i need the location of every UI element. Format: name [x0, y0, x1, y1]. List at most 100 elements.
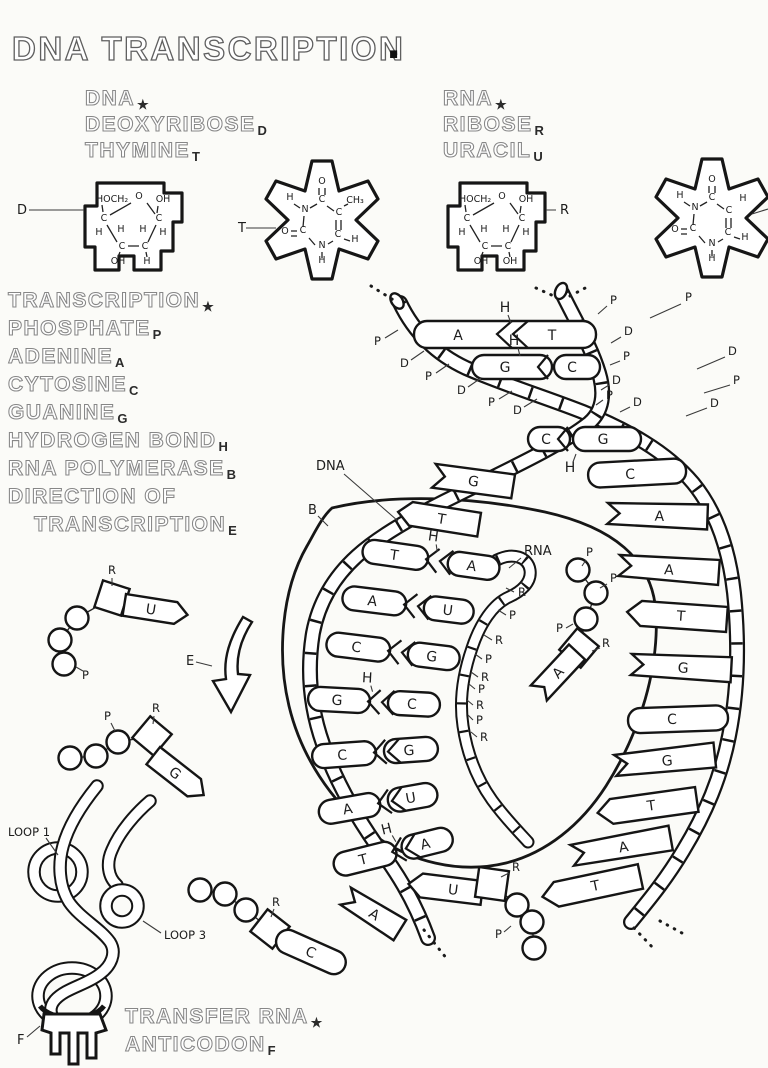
free-nucleotide-c: C R [187, 877, 347, 976]
key-term: DNA [85, 87, 135, 110]
atom-label: H [139, 224, 146, 235]
base-label: U [404, 790, 417, 808]
backbone-label: D [624, 324, 633, 338]
hydrogen-bond-label: H [509, 333, 520, 349]
backbone-label: D [400, 356, 409, 370]
atom-label: OH [519, 194, 534, 205]
bubble-pair: C G [310, 735, 440, 770]
base-label: T [645, 798, 657, 815]
rna-strand-label: RNA [524, 544, 552, 559]
key-mark: H [219, 439, 228, 454]
bubble-pair: G C H [306, 670, 442, 718]
ribose-square [473, 865, 511, 903]
base-pair-rung: C G H [526, 425, 643, 476]
key-term: THYMINE [85, 139, 190, 162]
key-mark: T [192, 149, 200, 164]
right-base: A [566, 824, 675, 868]
dna-strand-label: DNA [316, 459, 345, 474]
ribose-label: R [512, 860, 520, 874]
key-main-row: TRANSCRIPTION★ [8, 289, 214, 314]
strand-open-end [553, 281, 569, 301]
atom-label: OH [474, 256, 489, 267]
atom-label: H [318, 255, 325, 266]
phosphate-circle [51, 651, 77, 677]
rna-backbone-label: P [485, 652, 492, 666]
uracil-bonds [681, 186, 741, 256]
key-mark: ★ [495, 97, 507, 112]
right-base: G [610, 741, 718, 778]
fork-base-flag: T [396, 500, 483, 538]
phosphate-circle [583, 580, 609, 606]
atom-label: O [135, 191, 142, 202]
trna-loop1-label: LOOP 1 [8, 825, 50, 839]
phosphate-label: P [586, 545, 593, 559]
base-label: T [356, 851, 370, 869]
phosphate-circle [57, 745, 83, 771]
phosphate-circle [47, 627, 73, 653]
backbone-label: D [710, 396, 719, 410]
ribose-bonds [464, 202, 522, 258]
key-term: DEOXYRIBOSE [85, 113, 256, 136]
key-mark: U [533, 149, 542, 164]
key-mark: R [535, 123, 545, 138]
base-label: T [435, 511, 447, 528]
atom-label: C [464, 213, 471, 224]
atom-label: H [522, 227, 529, 238]
key-term: CYTOSINE [8, 373, 127, 396]
base-flag [274, 928, 347, 976]
base-flag [406, 872, 485, 907]
key-rna-row: RNA★ [443, 87, 507, 112]
atom-label: H [117, 224, 124, 235]
ribose-label: R [272, 895, 280, 909]
atom-label: N [708, 238, 715, 249]
right-base: T [625, 599, 730, 634]
atom-label: C [519, 213, 526, 224]
atom-label: OH [503, 256, 518, 267]
phosphate-label: P [610, 571, 617, 585]
key-term: HYDROGEN BOND [8, 429, 217, 452]
rna-backbone-label: R [476, 698, 484, 712]
rna-backbone-label: P [509, 608, 516, 622]
ribose-label: R [602, 636, 610, 650]
key-mark: G [117, 411, 127, 426]
key-mark: B [227, 467, 236, 482]
base-label: C [337, 747, 348, 764]
anticodon-label: F [17, 1033, 24, 1048]
base-label: T [675, 608, 686, 625]
base-label: G [598, 432, 609, 448]
hydrogen-bond-label: H [380, 821, 394, 839]
hydrogen-bond-label: H [500, 300, 511, 316]
right-base: A [615, 553, 722, 587]
base-label: A [664, 562, 675, 579]
right-base: C [586, 457, 688, 489]
phosphate-circle [64, 605, 90, 631]
base-flag [528, 642, 587, 703]
base-label: A [419, 836, 433, 854]
phosphate-circle [187, 877, 213, 903]
atom-label: O [281, 226, 288, 237]
atom-label: C [336, 207, 343, 218]
key-term: TRANSCRIPTION [8, 289, 200, 312]
template-end-base: A [337, 885, 408, 942]
uracil-structure-outline [654, 157, 768, 279]
key-mark: A [115, 355, 125, 370]
backbone-ticks [384, 303, 731, 738]
phosphate-label: P [556, 621, 563, 635]
free-nucleotide-g: G P R [57, 701, 206, 798]
backbone-label: D [513, 403, 522, 417]
fork-base-flag: G [429, 462, 517, 500]
atom-label: O [498, 191, 505, 202]
base-label: G [677, 660, 689, 677]
right-base: C [626, 704, 730, 735]
free-nucleotide-a: A P P P R [528, 545, 617, 703]
free-nucleotide-u2: U R P [406, 860, 547, 961]
atom-label: H [502, 224, 509, 235]
key-term: DIRECTION OF [8, 485, 177, 508]
base-flag [144, 745, 206, 798]
